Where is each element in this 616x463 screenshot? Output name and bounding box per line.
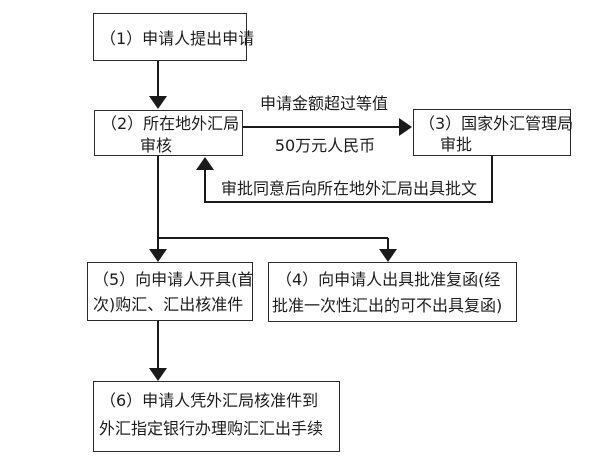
arrowhead-into-step2-top (149, 96, 167, 109)
flow-step-5-label-line1: （5）向申请人开具(首 (93, 270, 254, 289)
arrowhead-into-step3-left (399, 118, 412, 136)
flow-step-2-label-line2: 审核 (140, 136, 173, 155)
arrowhead-into-step4-top (379, 249, 397, 262)
flow-step-3-national-safe-approval: （3）国家外汇管理局 审批 (413, 109, 574, 156)
edge-step3-return-line (204, 156, 493, 203)
arrowhead-into-step2-bottom (196, 157, 214, 170)
flow-step-2-label-line1: （2）所在地外汇局 (101, 114, 240, 133)
flow-step-5-issue-purchase-certificate: （5）向申请人开具(首 次)购汇、汇出核准件 (87, 262, 253, 321)
flow-step-5-label-line2: 次)购汇、汇出核准件 (93, 295, 244, 314)
edge-step2-branch-line (157, 156, 389, 250)
flow-step-4-label-line1: （4）向申请人出具批准复函(经 (276, 270, 501, 289)
edge-label-over-limit-line1: 申请金额超过等值 (259, 90, 389, 114)
flow-step-2-local-safe-review: （2）所在地外汇局 审核 (94, 110, 243, 156)
flow-step-6-bank-remittance-procedure: （6）申请人凭外汇局核准件到 外汇指定银行办理购汇汇出手续 (93, 381, 340, 452)
arrowhead-into-step5-top (149, 249, 167, 262)
flow-step-6-label-line1: （6）申请人凭外汇局核准件到 (100, 391, 319, 410)
edge-label-approval-return: 审批同意后向所在地外汇局出具批文 (220, 175, 478, 199)
flow-step-4-label-line2: 批准一次性汇出的可不出具复函) (272, 296, 503, 315)
flow-step-6-label-line2: 外汇指定银行办理购汇汇出手续 (99, 419, 324, 438)
flow-step-4-issue-approval-letter: （4）向申请人出具批准复函(经 批准一次性汇出的可不出具复函) (268, 262, 517, 322)
flow-step-1-label: （1）申请人提出申请 (100, 29, 255, 48)
flow-step-1-applicant-apply: （1）申请人提出申请 (93, 13, 254, 61)
flow-step-3-label-line2: 审批 (440, 135, 473, 154)
arrowhead-into-step6-top (149, 368, 167, 381)
flow-step-3-label-line1: （3）国家外汇管理局 (419, 114, 574, 133)
edge-label-over-limit-line2: 50万元人民币 (274, 132, 376, 156)
